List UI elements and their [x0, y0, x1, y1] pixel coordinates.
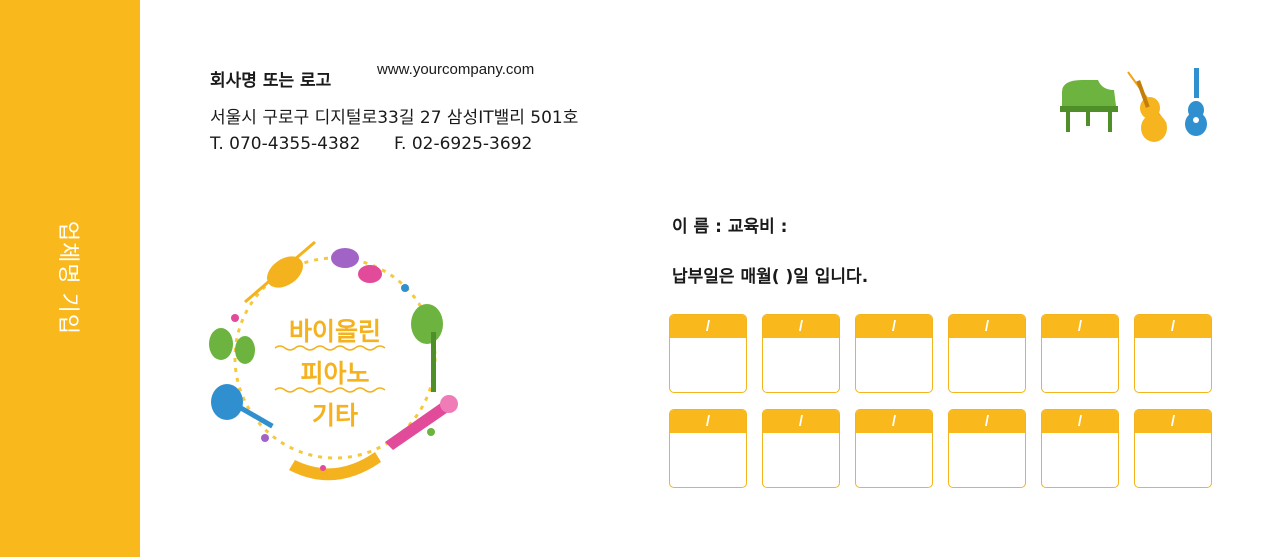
violin-icon	[1127, 71, 1167, 142]
payment-card: /	[669, 409, 747, 488]
payment-card: /	[855, 314, 933, 393]
wreath-line-violin: 바이올린	[288, 317, 381, 346]
instruments-illustration	[1060, 68, 1207, 142]
saxophone-icon	[289, 452, 381, 481]
payment-card: /	[1134, 409, 1212, 488]
wreath-line-piano: 피아노	[300, 359, 370, 388]
payment-card: /	[1041, 409, 1119, 488]
guitar-icon	[411, 304, 443, 392]
company-tel: T. 070-4355-4382	[210, 134, 361, 154]
payment-card-date: /	[670, 410, 746, 433]
sidebar: 업체명 기입	[0, 0, 140, 557]
name-fee-line: 이 름 : 교육비 :	[672, 217, 788, 237]
payment-card-date: /	[949, 410, 1025, 433]
payment-card-date: /	[1042, 410, 1118, 433]
payment-card-date: /	[856, 410, 932, 433]
payment-card: /	[762, 314, 840, 393]
payment-card-date: /	[1042, 315, 1118, 338]
payment-card-date: /	[763, 315, 839, 338]
trumpet-icon	[385, 395, 458, 450]
payment-card: /	[855, 409, 933, 488]
sidebar-label: 업체명 기입	[55, 220, 80, 336]
piano-icon	[1060, 80, 1118, 132]
payment-card-date: /	[1135, 315, 1211, 338]
guitar-icon	[1185, 68, 1207, 136]
wreath-line-guitar: 기타	[311, 401, 358, 430]
maracas-green-icon	[209, 328, 255, 364]
company-address: 서울시 구로구 디지털로33길 27 삼성IT밸리 501호	[210, 108, 579, 128]
violin-icon	[244, 240, 316, 304]
ukulele-icon	[211, 384, 274, 429]
payment-card-date: /	[1135, 410, 1211, 433]
payment-card: /	[669, 314, 747, 393]
music-notes-icon	[231, 284, 435, 471]
company-website: www.yourcompany.com	[377, 61, 535, 78]
due-date-line: 납부일은 매월( )일 입니다.	[672, 267, 869, 287]
payment-card-date: /	[763, 410, 839, 433]
music-wreath-illustration	[209, 240, 458, 481]
payment-card: /	[1041, 314, 1119, 393]
payment-card-date: /	[856, 315, 932, 338]
company-name: 회사명 또는 로고	[210, 71, 332, 91]
payment-card-date: /	[949, 315, 1025, 338]
payment-card: /	[762, 409, 840, 488]
payment-card: /	[948, 314, 1026, 393]
payment-card: /	[1134, 314, 1212, 393]
maracas-icon	[331, 248, 382, 283]
payment-card: /	[948, 409, 1026, 488]
company-fax: F. 02-6925-3692	[394, 134, 533, 154]
payment-card-date: /	[670, 315, 746, 338]
